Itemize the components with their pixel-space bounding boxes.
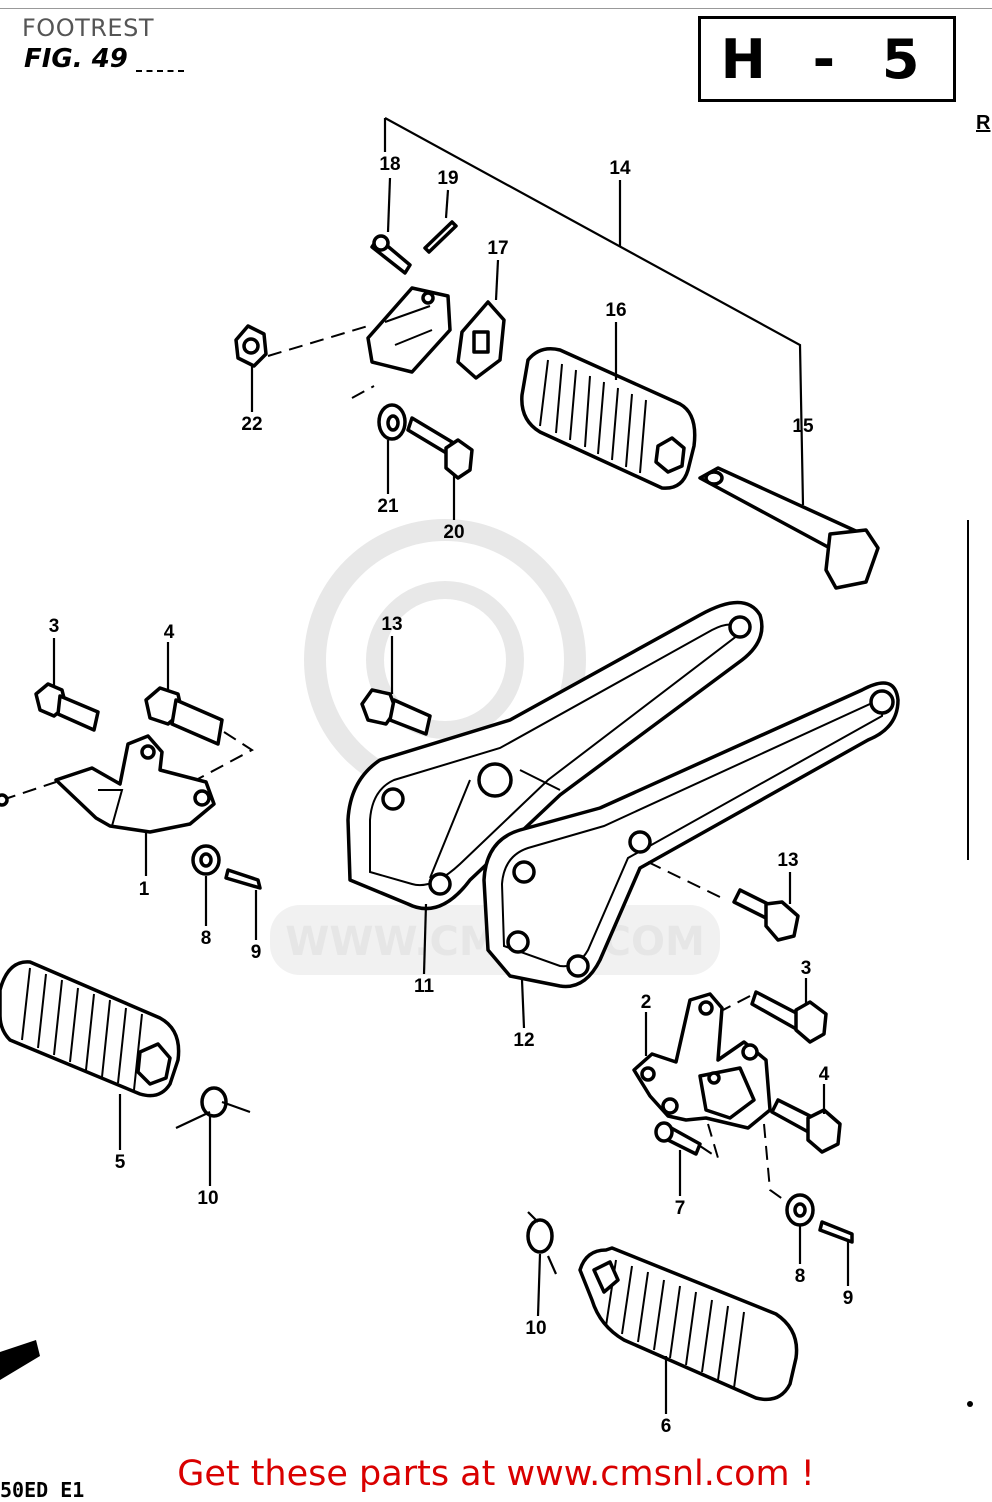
callout-2: 2 bbox=[641, 992, 652, 1013]
footrest-bracket-1 bbox=[54, 734, 216, 834]
model-code: 50ED E1 bbox=[0, 1478, 85, 1502]
callout-8-right: 8 bbox=[795, 1266, 806, 1287]
footpeg-rubber-5 bbox=[0, 960, 181, 1098]
callout-11: 11 bbox=[414, 976, 435, 997]
spring-10-left bbox=[175, 1086, 251, 1129]
cotter-pin-19 bbox=[423, 220, 458, 254]
callout-22: 22 bbox=[241, 414, 262, 435]
washer-8-left bbox=[191, 844, 221, 876]
callout-13-upper: 13 bbox=[381, 614, 402, 635]
callout-12: 12 bbox=[513, 1030, 534, 1051]
callout-19: 19 bbox=[437, 168, 458, 189]
callout-6: 6 bbox=[661, 1416, 672, 1437]
callout-3-right: 3 bbox=[801, 958, 812, 979]
bolt-3-right bbox=[750, 990, 828, 1044]
bolt-4-left bbox=[144, 686, 224, 746]
bolt-20 bbox=[406, 416, 474, 480]
callout-1: 1 bbox=[139, 879, 150, 900]
footpeg-pin-15 bbox=[698, 466, 880, 590]
callout-16: 16 bbox=[605, 300, 626, 321]
footrest-plate-12 bbox=[482, 681, 900, 989]
footpeg-rubber-16 bbox=[520, 347, 697, 490]
bolt-13-lower bbox=[732, 888, 800, 942]
callout-labels: 1 2 3 3 4 4 5 6 7 8 8 9 9 10 10 11 12 13… bbox=[49, 154, 854, 1437]
washer-8-right bbox=[785, 1193, 815, 1227]
callout-21: 21 bbox=[377, 496, 399, 517]
callout-4-left: 4 bbox=[164, 622, 175, 643]
callout-10-right: 10 bbox=[525, 1318, 546, 1339]
promo-link[interactable]: Get these parts at www.cmsnl.com ! bbox=[177, 1454, 815, 1494]
clevis-pin-7 bbox=[654, 1121, 702, 1156]
callout-5: 5 bbox=[115, 1152, 126, 1173]
footpeg-rubber-6 bbox=[578, 1246, 799, 1402]
callout-7: 7 bbox=[675, 1198, 686, 1219]
clevis-pin-18 bbox=[370, 234, 412, 275]
footrest-plate-11 bbox=[346, 600, 764, 911]
callout-13-lower: 13 bbox=[777, 850, 798, 871]
cotter-pin-9-left bbox=[224, 868, 262, 890]
figure-label: FIG. 49 bbox=[24, 44, 184, 74]
bolt-13-upper bbox=[360, 688, 432, 736]
washer-21 bbox=[377, 403, 407, 441]
callout-3-left: 3 bbox=[49, 616, 60, 637]
edge-marks bbox=[967, 520, 973, 1407]
leader-lines bbox=[52, 177, 850, 1414]
callout-4-right: 4 bbox=[819, 1064, 830, 1085]
page-title: FOOTREST bbox=[22, 14, 154, 42]
page-code-box: H - 5 bbox=[698, 16, 956, 102]
bolt-4-right bbox=[770, 1098, 842, 1154]
footrest-bracket bbox=[366, 286, 452, 374]
callout-17: 17 bbox=[487, 238, 508, 259]
top-rule bbox=[0, 8, 992, 9]
footrest-bracket-2 bbox=[632, 992, 772, 1130]
callout-10-left: 10 bbox=[197, 1188, 218, 1209]
nut-22 bbox=[234, 324, 268, 368]
cotter-pin-9-right bbox=[818, 1220, 854, 1244]
bolt-3-left bbox=[34, 682, 100, 732]
callout-18: 18 bbox=[379, 154, 400, 175]
callout-9-right: 9 bbox=[843, 1288, 854, 1309]
spring-10-right bbox=[526, 1211, 558, 1275]
callout-14: 14 bbox=[609, 158, 631, 179]
callout-20: 20 bbox=[443, 522, 464, 543]
callout-8-left: 8 bbox=[201, 928, 212, 949]
corner-mark: R bbox=[976, 112, 991, 134]
callout-15: 15 bbox=[792, 416, 814, 437]
callout-9-left: 9 bbox=[251, 942, 262, 963]
